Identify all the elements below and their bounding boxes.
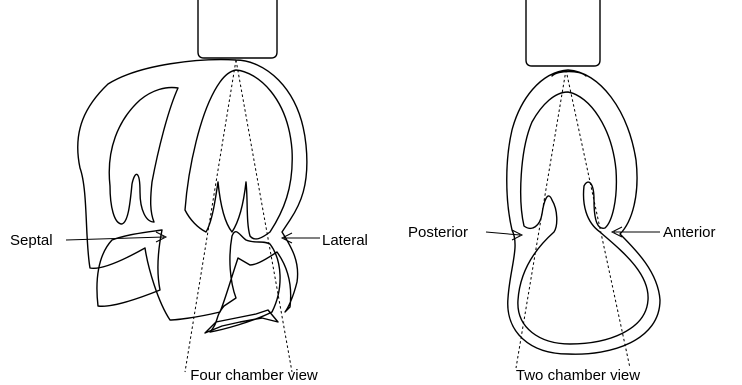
posterior-arrow-line	[486, 232, 520, 235]
two-chamber-beam-left	[516, 70, 566, 368]
four-chamber-caption: Four chamber view	[190, 367, 318, 384]
four-chamber-view: Septal Lateral Four chamber view	[10, 0, 368, 384]
four-chamber-transducer	[198, 0, 277, 58]
two-chamber-outer-contour	[507, 70, 660, 354]
lateral-label: Lateral	[322, 232, 368, 249]
four-chamber-right-atrium	[97, 230, 162, 306]
two-chamber-caption: Two chamber view	[516, 367, 640, 384]
septal-label: Septal	[10, 232, 53, 249]
four-chamber-left-ventricle	[185, 70, 292, 239]
anterior-label: Anterior	[663, 224, 716, 241]
four-chamber-right-ventricle	[109, 88, 178, 225]
posterior-label: Posterior	[408, 224, 468, 241]
four-chamber-beam-right	[236, 60, 292, 372]
four-chamber-outer-contour	[78, 60, 307, 320]
four-chamber-left-atrium	[210, 232, 280, 332]
two-chamber-view: Posterior Anterior Two chamber view	[408, 0, 716, 384]
two-chamber-transducer	[526, 0, 600, 66]
